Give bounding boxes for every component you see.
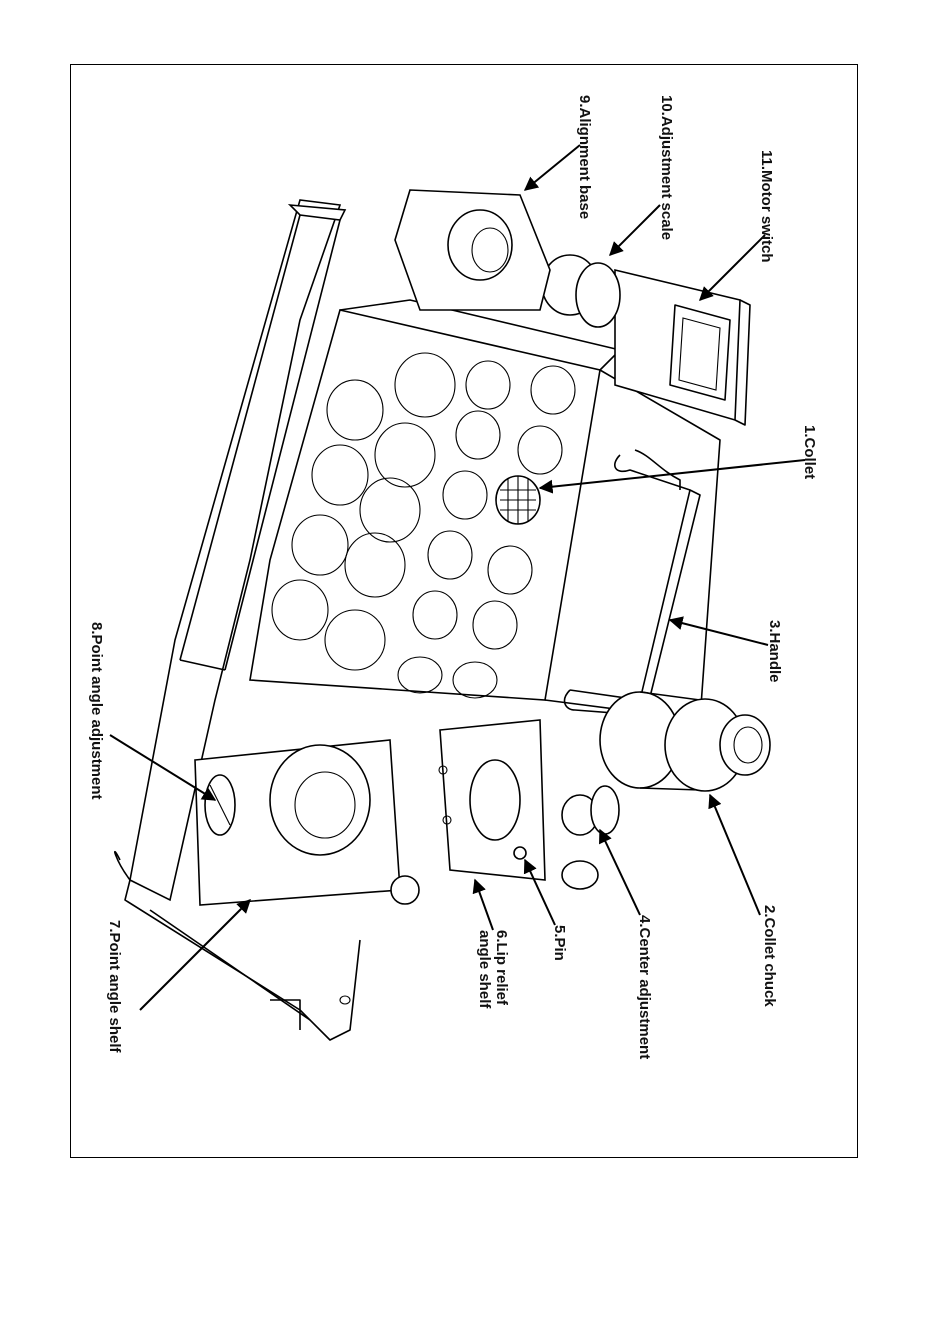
label-collet: 1.Collet <box>801 425 818 479</box>
collet-chuck-part <box>600 692 770 791</box>
label-point-angle-adjustment: 8.Point angle adjustment <box>88 622 105 800</box>
adjustment-scale-arrow <box>610 205 660 255</box>
motor-switch-arrow <box>700 235 765 300</box>
alignment-base-arrow <box>525 145 580 190</box>
point-angle-shelf-arrow <box>140 900 250 1010</box>
point-angle-shelf-part <box>195 740 400 905</box>
label-lip-relief-line1: 6.Lip relief <box>493 930 510 1006</box>
label-collet-chuck: 2.Collet chuck <box>761 905 778 1007</box>
label-alignment-base: 9.Alignment base <box>576 95 593 219</box>
label-point-angle-shelf: 7.Point angle shelf <box>106 920 123 1054</box>
collet-part <box>496 476 540 524</box>
machine-drawing <box>115 190 770 1040</box>
label-adjustment-scale: 10.Adjustment scale <box>658 95 675 240</box>
motor-switch-part <box>615 270 750 425</box>
lip-relief-shelf-part <box>439 720 545 880</box>
label-motor-switch: 11.Motor switch <box>758 150 775 263</box>
lip-relief-arrow <box>475 880 493 930</box>
label-center-adjustment: 4.Center adjustment <box>636 915 653 1059</box>
adjustment-scale-part <box>542 255 620 327</box>
collet-chuck-arrow <box>710 795 760 915</box>
label-lip-relief-line2: angle shelf <box>476 930 493 1009</box>
handle-part <box>565 450 700 715</box>
center-adjustment-arrow <box>600 830 640 915</box>
handle-arrow <box>670 620 768 645</box>
label-pin: 5.Pin <box>551 925 568 961</box>
label-handle: 3.Handle <box>766 620 783 683</box>
alignment-base-part <box>395 190 550 310</box>
